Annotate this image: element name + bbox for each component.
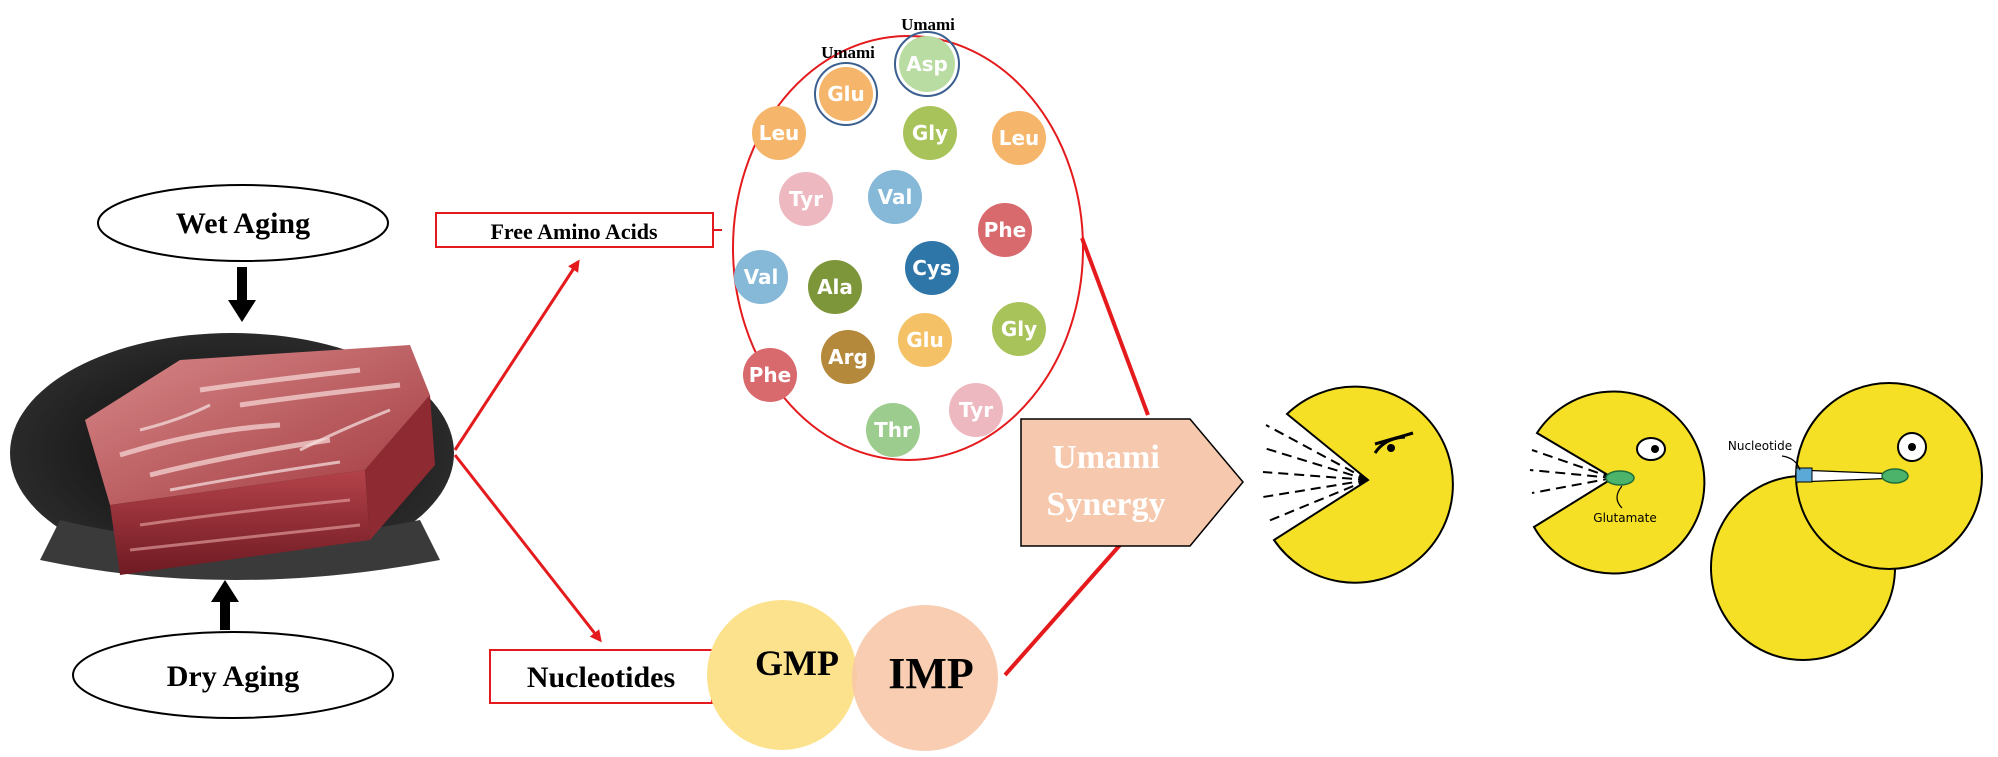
- umami-tag-glu: Umami: [821, 43, 875, 62]
- amino-acid-phe: Phe: [743, 348, 797, 402]
- amino-acid-gly: Gly: [903, 106, 957, 160]
- glutamate-icon: [1605, 470, 1635, 486]
- glutamate-label: Glutamate: [1593, 511, 1656, 525]
- dry-aging-arrow: [211, 580, 239, 630]
- taste-receptor-open: [1262, 385, 1454, 584]
- amino-acid-ala: Ala: [808, 260, 862, 314]
- amino-acid-tyr: Tyr: [779, 172, 833, 226]
- amino-acid-leu: Leu: [752, 106, 806, 160]
- wet-aging-node: Wet Aging: [97, 184, 389, 262]
- imp-circle: IMP: [852, 605, 998, 751]
- amino-acid-label: Tyr: [959, 398, 993, 422]
- nucleotide-label: Nucleotide: [1728, 439, 1792, 453]
- amino-acid-label: Glu: [827, 82, 865, 106]
- gmp-label: GMP: [755, 643, 839, 683]
- nucleotides-label: Nucleotides: [527, 661, 675, 694]
- amino-acid-label: Val: [878, 185, 913, 209]
- steak-image: [10, 333, 454, 580]
- free-amino-acids-box: Free Amino Acids: [435, 212, 714, 248]
- amino-acid-label: Ala: [817, 275, 853, 299]
- free-amino-acids-label: Free Amino Acids: [490, 219, 657, 244]
- nucleotide-icon: [1795, 467, 1813, 483]
- umami-synergy-line1: Umami: [1052, 439, 1160, 476]
- dry-aging-label: Dry Aging: [167, 660, 300, 693]
- amino-acid-label: Arg: [828, 345, 868, 369]
- amino-acid-label: Leu: [759, 121, 800, 145]
- gmp-circle: GMP: [707, 600, 857, 750]
- amino-acid-label: Phe: [984, 218, 1026, 242]
- branch-arrows: [453, 259, 602, 643]
- amino-acid-cys: Cys: [905, 241, 959, 295]
- amino-acid-glu: Glu: [819, 67, 873, 121]
- umami-ring-asp: [894, 31, 960, 97]
- dry-aging-node: Dry Aging: [72, 631, 394, 719]
- amino-acid-tyr: Tyr: [949, 383, 1003, 437]
- nucleotide-circles: GMP IMP: [707, 600, 998, 751]
- amino-acid-gly: Gly: [992, 302, 1046, 356]
- amino-acid-label: Asp: [906, 52, 948, 76]
- amino-acid-label: Thr: [874, 418, 912, 442]
- umami-synergy-line2: Synergy: [1047, 486, 1166, 523]
- taste-receptor-closed: Nucleotide: [1710, 382, 1983, 661]
- amino-acid-asp: Asp: [899, 36, 955, 92]
- amino-acid-label: Val: [744, 265, 779, 289]
- synergy-connectors: [1003, 237, 1150, 677]
- umami-tag-asp: Umami: [901, 15, 955, 34]
- wet-aging-arrow: [228, 267, 256, 322]
- taste-receptor-glutamate: Glutamate: [1529, 390, 1706, 575]
- amino-acid-val: Val: [868, 170, 922, 224]
- amino-acid-glu: Glu: [898, 313, 952, 367]
- amino-acid-label: Leu: [999, 126, 1040, 150]
- amino-acid-label: Cys: [912, 256, 952, 280]
- amino-acid-label: Tyr: [789, 187, 823, 211]
- amino-acid-label: Phe: [749, 363, 791, 387]
- amino-acid-phe: Phe: [978, 203, 1032, 257]
- glutamate-icon: [1881, 468, 1909, 484]
- amino-acid-thr: Thr: [866, 403, 920, 457]
- amino-acid-label: Gly: [1001, 317, 1037, 341]
- amino-acid-arg: Arg: [821, 330, 875, 384]
- amino-acid-leu: Leu: [992, 111, 1046, 165]
- umami-synergy-arrow: Umami Synergy: [1020, 418, 1244, 547]
- amino-acid-label: Gly: [912, 121, 948, 145]
- amino-acid-val: Val: [734, 250, 788, 304]
- wet-aging-label: Wet Aging: [176, 207, 310, 240]
- amino-acid-label: Glu: [906, 328, 944, 352]
- umami-ring-glu: [814, 62, 878, 126]
- imp-label: IMP: [888, 649, 974, 698]
- nucleotides-box: Nucleotides: [489, 649, 713, 704]
